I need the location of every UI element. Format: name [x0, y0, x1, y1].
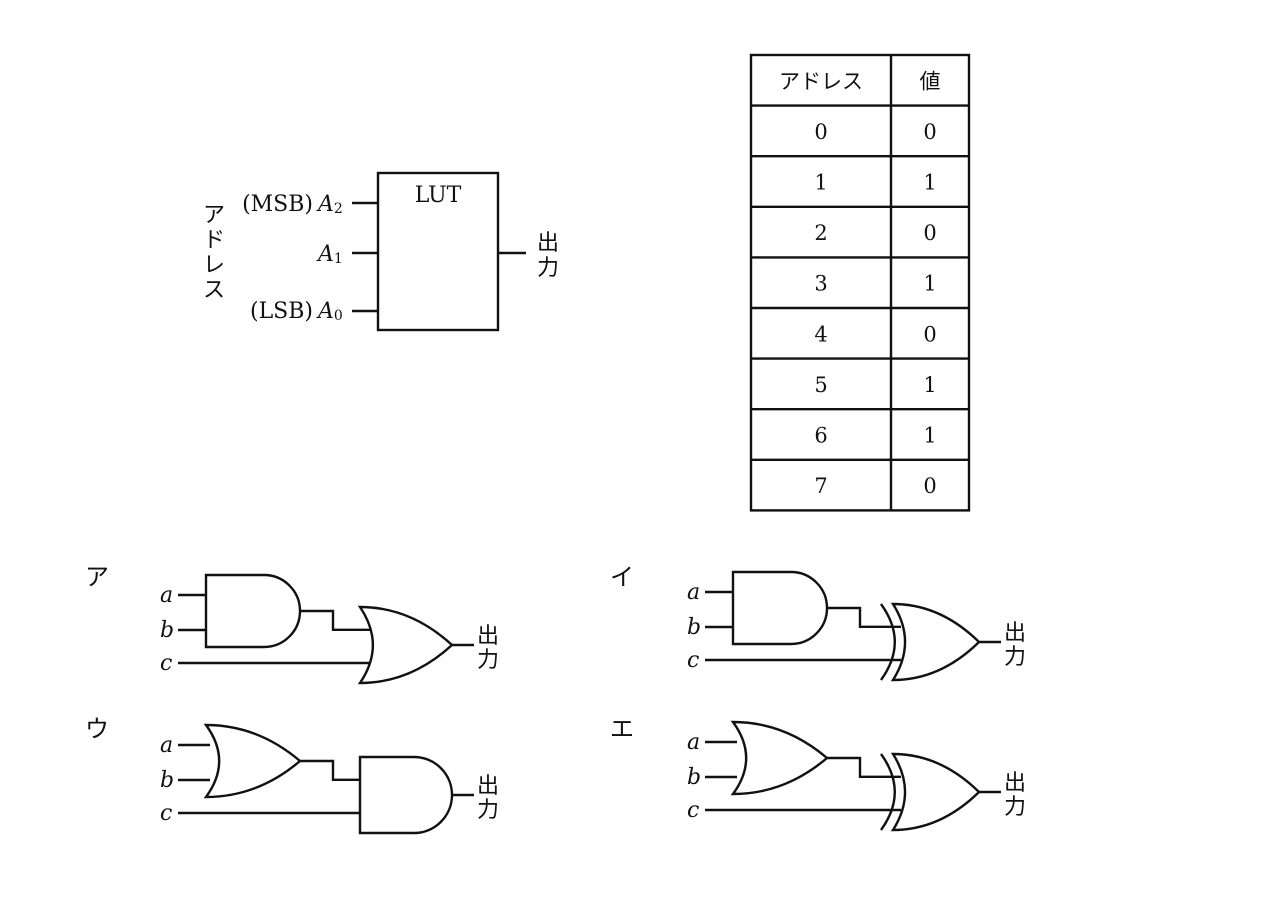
table-cell-value: 1	[923, 171, 936, 195]
input-c-label: c	[160, 651, 172, 676]
lut-block: LUT (MSB) (LSB) A2 A1 A0 ア ド レ ス 出 力	[203, 171, 559, 332]
xor-input-curve	[880, 753, 896, 831]
truth-table: アドレス 値 0 0 1 1 2 0 3 1 4 0 5 1 6 1 7 0	[749, 53, 971, 512]
xor-gate	[890, 752, 981, 832]
output-char: 力	[1004, 645, 1026, 670]
address-char: ド	[203, 228, 225, 253]
and-gate	[204, 573, 302, 649]
xor-gate	[890, 602, 981, 682]
input-a-label: a	[687, 580, 700, 605]
or-gate	[730, 720, 829, 796]
gate-connector-wire	[300, 759, 374, 781]
option-circuit: イ abc 出力	[610, 563, 1026, 682]
lut-input-a0: A0	[316, 299, 343, 324]
option-mark: ウ	[85, 715, 109, 743]
xor-input-curve	[880, 603, 896, 681]
table-cell-address: 3	[814, 272, 827, 296]
output-char: 出	[477, 774, 499, 799]
lut-input-a1: A1	[316, 242, 343, 267]
table-cell-value: 0	[923, 322, 936, 346]
table-cell-value: 1	[923, 373, 936, 397]
table-cell-value: 0	[923, 120, 936, 144]
address-char: レ	[203, 253, 225, 278]
option-mark: エ	[610, 715, 634, 743]
input-b-label: b	[160, 618, 174, 643]
input-c-label: c	[687, 648, 699, 673]
input-b-label: b	[687, 765, 701, 790]
output-char: 出	[1004, 621, 1026, 646]
table-cell-value: 1	[923, 272, 936, 296]
input-b-label: b	[687, 615, 701, 640]
input-c-label: c	[160, 801, 172, 826]
output-char: 力	[477, 648, 499, 673]
output-char: 出	[1004, 771, 1026, 796]
input-a-label: a	[160, 583, 173, 608]
lsb-label: (LSB)	[250, 299, 313, 324]
table-cell-address: 1	[814, 171, 827, 195]
table-border	[749, 53, 971, 512]
table-cell-address: 7	[814, 474, 827, 498]
output-char: 出	[477, 624, 499, 649]
output-char: 力	[1004, 795, 1026, 820]
option-circuit: ア abc 出力	[85, 563, 499, 685]
lut-input-a2: A2	[316, 192, 343, 217]
input-a-label: a	[160, 733, 173, 758]
or-gate	[203, 723, 302, 799]
table-cell-address: 4	[814, 322, 827, 346]
input-a-label: a	[687, 730, 700, 755]
output-char: 力	[477, 798, 499, 823]
msb-label: (MSB)	[242, 192, 313, 217]
output-char: 出	[537, 231, 559, 256]
address-char: ア	[203, 203, 225, 228]
input-b-label: b	[160, 768, 174, 793]
option-mark: イ	[610, 563, 634, 591]
gate-connector-wire	[827, 756, 901, 778]
table-cell-address: 2	[814, 221, 827, 245]
table-cell-address: 5	[814, 373, 827, 397]
lut-box	[376, 171, 500, 332]
option-circuit: ウ abc 出力	[85, 715, 499, 835]
option-circuit: エ abc 出力	[610, 715, 1026, 832]
address-char: ス	[203, 278, 225, 303]
gate-connector-wire	[827, 606, 901, 628]
address-label: ア ド レ ス	[203, 203, 225, 303]
option-mark: ア	[85, 563, 109, 591]
table-cell-address: 6	[814, 424, 827, 448]
table-header-value: 値	[920, 69, 941, 93]
or-gate	[357, 605, 454, 685]
input-c-label: c	[687, 798, 699, 823]
table-cell-address: 0	[814, 120, 827, 144]
table-cell-value: 0	[923, 221, 936, 245]
lut-output-label: 出 力	[537, 231, 559, 281]
and-gate	[731, 570, 829, 646]
table-cell-value: 0	[923, 474, 936, 498]
and-gate	[358, 755, 454, 835]
gate-connector-wire	[300, 609, 374, 631]
lut-label: LUT	[415, 183, 462, 208]
table-header-address: アドレス	[779, 69, 863, 93]
output-char: 力	[537, 256, 559, 281]
table-cell-value: 1	[923, 424, 936, 448]
